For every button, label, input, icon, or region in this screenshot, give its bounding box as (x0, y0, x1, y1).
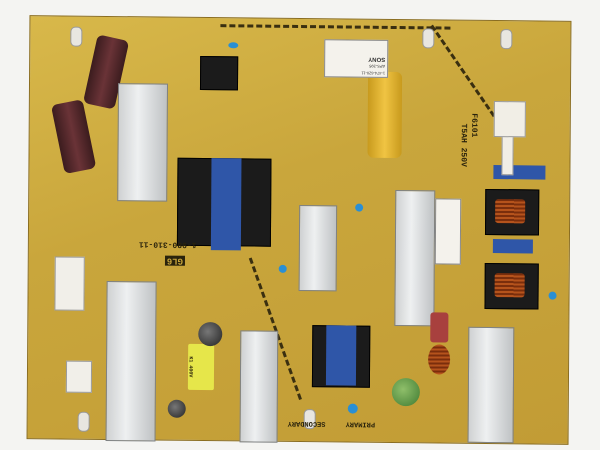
varistor (391, 377, 420, 407)
small-capacitor (347, 403, 358, 414)
electrolytic-capacitor (50, 99, 97, 175)
pcb-marking: GL6 (164, 255, 186, 266)
primary-label: PRIMARY (345, 419, 376, 428)
transformer-bobbin (325, 325, 357, 386)
fuse-rating-label: T5AH 250V (458, 123, 468, 167)
inductor (428, 344, 451, 375)
pcb-part-number: 1-980-310-11 (138, 239, 197, 249)
mounting-hole (422, 28, 435, 49)
heatsink (239, 330, 279, 443)
heatsink (394, 190, 436, 327)
fuse-label: F6101 (469, 113, 479, 138)
qr-code-sticker (434, 198, 462, 265)
capacitor (198, 321, 223, 347)
sticker-brand: SONY (368, 55, 386, 62)
output-connector (65, 360, 93, 393)
isolation-line (220, 24, 451, 30)
capacitor-label: K1 400V (187, 356, 194, 378)
film-capacitor (367, 71, 403, 159)
small-capacitor (355, 203, 364, 212)
small-capacitor (278, 264, 287, 273)
secondary-label: SECONDARY (287, 418, 326, 428)
heatsink (298, 205, 338, 292)
choke-winding (494, 273, 525, 298)
mounting-hole (70, 26, 83, 47)
small-capacitor (548, 291, 557, 300)
isolation-line (430, 24, 496, 118)
ac-input-connector (493, 101, 526, 138)
small-capacitor (228, 42, 239, 49)
product-label-sticker: 1-474-620-11 APS-395 SONY (324, 39, 389, 78)
sticker-code: 1-474-620-11 (361, 70, 386, 76)
heatsink (117, 83, 169, 202)
transformer-bobbin (210, 158, 242, 251)
resistor-pair (430, 312, 449, 343)
capacitor (167, 399, 186, 418)
mounting-hole (77, 411, 90, 432)
small-transformer (199, 55, 239, 91)
sticker-model: APS-395 (369, 63, 386, 69)
x-capacitor (492, 239, 533, 254)
heatsink (105, 280, 157, 442)
choke-winding (495, 199, 526, 224)
mounting-hole (500, 29, 513, 50)
output-connector (54, 256, 85, 311)
pcb-board: F6101 T5AH 250V 1-474-620-11 APS-395 SON… (26, 15, 572, 445)
heatsink (467, 326, 515, 444)
